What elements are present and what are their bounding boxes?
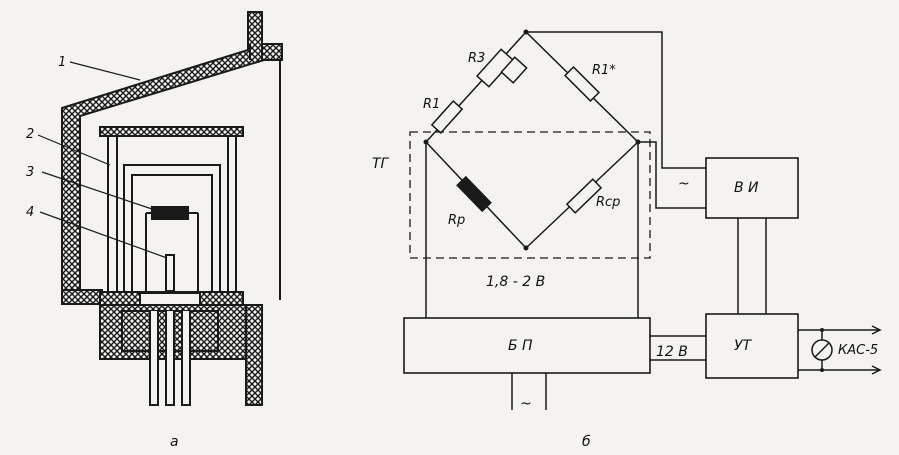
node-top [523,29,529,35]
right-node-wire [638,141,706,209]
label-bp: Б П [508,338,533,354]
label-r3: R3 [468,51,485,66]
meter-needle [814,342,830,358]
exhaust-pipe [249,44,263,60]
resistors [430,48,603,214]
label-vi: В И [734,180,759,196]
element-leads [145,212,199,292]
meter-node-top [820,328,824,332]
label-tg: ТГ [372,156,390,172]
bp-ut-wires [650,335,706,361]
caption-a: а [170,434,179,450]
callout-1: 1 [58,55,66,70]
circuit-wires [424,30,880,410]
resistor-rcp [565,178,603,214]
node-left [423,139,429,145]
bridge-nodes [423,29,824,372]
blocks [403,157,799,379]
tg-enclosure [409,131,651,259]
housing-lip-left [61,289,103,305]
resistor-r3b [500,56,528,84]
node-bottom [523,245,529,251]
arrow-top [871,325,882,335]
arrow-bottom [871,365,882,375]
label-ut: УТ [734,338,753,354]
supply-wires [425,142,639,318]
top-node-wire [526,31,706,169]
sensing-element [151,206,189,220]
label-ac-mains: ~ [520,396,532,412]
resistor-r1-star [563,65,601,103]
cap-top [99,126,244,137]
circuit-labels: R3 R1 R1* Rp Rcp ТГ 1,8 - 2 В ~ В И Б П … [372,51,878,412]
label-rcp: Rcp [596,195,620,210]
label-r1-star: R1* [592,63,616,78]
label-ac-bridge: ~ [678,176,690,192]
right-pipe [245,304,263,406]
resistor-r1 [430,100,464,134]
resistor-r3 [475,48,515,88]
meter-kas5 [811,325,882,375]
callout-3: 3 [26,165,34,180]
callout-leaders [37,61,168,259]
label-bridge-voltage: 1,8 - 2 В [486,274,545,290]
compensating-element [165,254,175,292]
node-right [635,139,641,145]
label-kas5: КАС-5 [838,343,878,358]
ut-block [705,313,799,379]
cap-walls [107,136,237,292]
label-rp: Rp [448,213,465,228]
sensor-cross-section [37,11,283,406]
label-r1: R1 [423,97,440,112]
meter-node-bottom [820,368,824,372]
resistor-rp [456,175,492,213]
connector-pins [149,311,191,406]
inner-chamber [123,164,221,292]
mains-wires [511,373,547,410]
vi-ut-wires [737,218,767,314]
bp-block [403,317,651,374]
caption-b: б [582,434,591,450]
callout-labels: 1 2 3 4 [26,55,66,220]
vi-block [705,157,799,219]
label-12v: 12 В [656,344,688,360]
callout-2: 2 [26,127,34,142]
callout-4: 4 [26,205,34,220]
